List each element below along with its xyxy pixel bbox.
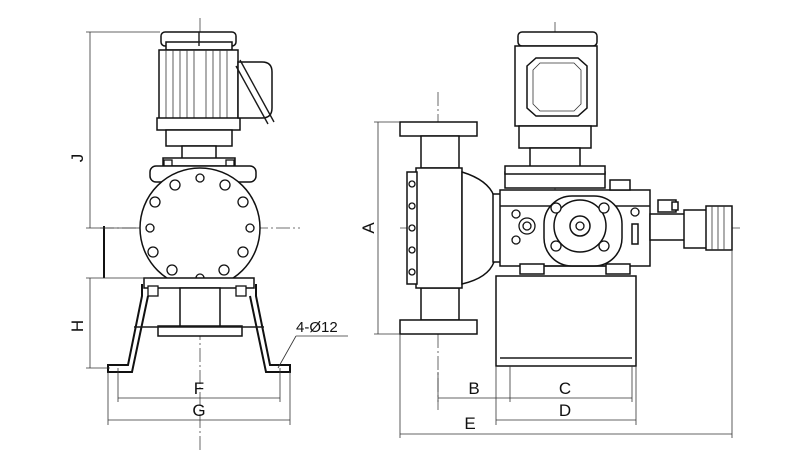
motor-body [156, 49, 241, 131]
label-A: A [359, 222, 378, 234]
side-motor [504, 31, 606, 175]
stroke-adjust-knob [649, 199, 733, 251]
dimension-D: D [495, 366, 637, 425]
pump-head [139, 167, 261, 289]
terminal-box [235, 59, 275, 125]
motor-flange [162, 129, 236, 167]
label-D: D [559, 401, 571, 420]
gearbox [499, 171, 651, 275]
label-J: J [68, 154, 87, 163]
dimension-F: F [117, 368, 281, 402]
label-B: B [468, 379, 479, 398]
top-flange [399, 121, 478, 169]
dimension-J: J [68, 31, 160, 278]
label-G: G [192, 401, 205, 420]
side-view: A B C D E [359, 22, 740, 438]
label-E: E [464, 414, 475, 433]
dimension-B: B [437, 366, 511, 402]
label-F: F [194, 379, 204, 398]
dimension-H: H [68, 277, 150, 369]
base-stand [107, 284, 291, 373]
dimension-C: C [510, 366, 633, 402]
motor-top-cap [160, 31, 237, 51]
dimension-E: E [399, 250, 733, 438]
base-tank [495, 275, 637, 367]
hole-note: 4-Ø12 [277, 319, 348, 369]
front-view: J H F G 4-Ø12 [68, 18, 348, 452]
dimension-G: G [107, 372, 291, 425]
label-C: C [559, 379, 571, 398]
pedestal [143, 277, 255, 337]
bottom-flange [399, 287, 478, 335]
dimension-A: A [359, 121, 400, 335]
label-H: H [68, 320, 87, 332]
label-hole-note: 4-Ø12 [296, 319, 338, 336]
side-pump-head [406, 167, 502, 289]
